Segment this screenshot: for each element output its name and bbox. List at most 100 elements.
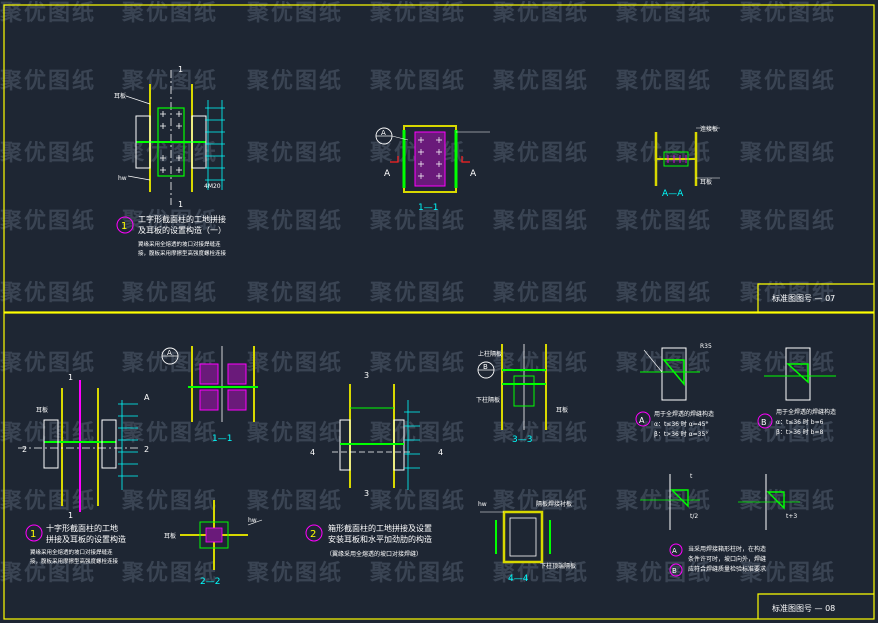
top-title-block — [757, 283, 874, 312]
watermark-text: 聚优图纸 — [0, 208, 96, 234]
top-saa-label: A—A — [662, 189, 684, 199]
bot-d2-number: 2 — [310, 529, 316, 540]
watermark-text: 聚优图纸 — [492, 488, 589, 514]
watermark-text: 聚优图纸 — [246, 488, 343, 514]
bot-wA-circle-label: A — [639, 416, 645, 425]
bot-s44-label: 4—4 — [508, 574, 529, 584]
watermark-text: 聚优图纸 — [615, 68, 712, 94]
watermark-text: 聚优图纸 — [739, 350, 836, 376]
top-d1-bolt-label: 4M20 — [204, 183, 221, 190]
bot-d1-number-circle — [25, 524, 43, 542]
bottom-weld-B-drawing — [764, 347, 836, 401]
watermark-text: 聚优图纸 — [369, 420, 466, 446]
watermark-text: 聚优图纸 — [492, 208, 589, 234]
watermark-text: 聚优图纸 — [615, 488, 712, 514]
bottom-detail1-drawing — [18, 380, 140, 512]
watermark-text: 聚优图纸 — [492, 140, 589, 166]
watermark-text: 聚优图纸 — [0, 488, 96, 514]
watermark-text: 聚优图纸 — [0, 560, 96, 586]
bot-wB-circle — [757, 413, 773, 429]
bot-wA-line2: α：t≤36 时 α=45° — [654, 420, 708, 428]
watermark-text: 聚优图纸 — [369, 488, 466, 514]
bot-wA-line1: 用于全焊透的焊缝构造 — [654, 410, 714, 418]
watermark-text: 聚优图纸 — [121, 560, 218, 586]
top-saa-bolt-label: 连接板 — [700, 125, 718, 133]
bot-d1-mark-right: 2 — [144, 445, 149, 454]
bot-s33-top-label: 上柱隔板 — [478, 350, 502, 358]
top-d1-note-line1: 翼缘采用全熔透的坡口对接焊缝连 — [138, 240, 221, 248]
watermark-text: 聚优图纸 — [369, 350, 466, 376]
watermark-text: 聚优图纸 — [0, 350, 96, 376]
bot-d2-title-line2: 安装耳板和水平加劲肋的构造 — [328, 534, 432, 544]
bot-wB-line1: 用于全焊透的焊缝构造 — [776, 408, 836, 416]
drawing-frames — [3, 4, 875, 620]
bot-wB-line2: α：t≤36 时 b=6 — [776, 418, 824, 426]
bot-d2-mark-right: 4 — [438, 448, 443, 457]
watermark-text: 聚优图纸 — [739, 560, 836, 586]
watermark-text: 聚优图纸 — [739, 420, 836, 446]
bot-wA-r35-label: R35 — [700, 343, 712, 350]
bottom-section-4-4-drawing — [480, 510, 551, 564]
watermark-text: 聚优图纸 — [121, 68, 218, 94]
watermark-text: 聚优图纸 — [369, 0, 466, 26]
watermark-text: 聚优图纸 — [615, 420, 712, 446]
watermark-text: 聚优图纸 — [492, 560, 589, 586]
top-s11-circle-label: A — [381, 129, 386, 137]
bot-s33-plate-label: 耳板 — [556, 406, 568, 414]
watermark-text: 聚优图纸 — [121, 208, 218, 234]
top-section-1-1-drawing — [375, 125, 490, 193]
bot-s44-hw-label: hw — [478, 501, 487, 508]
bot-s33-label: 3—3 — [512, 435, 532, 445]
bot-d1-mark-top: 1 — [68, 373, 73, 382]
bot-wA-line3: β：t>36 时 α=35° — [654, 430, 708, 438]
bottom-weld-A-drawing — [640, 347, 700, 401]
bot-notes-line3: 应符合焊缝质量检验标准要求 — [688, 565, 766, 573]
bottom-sheet-frame — [3, 312, 875, 620]
bot-d2-number-circle — [305, 524, 323, 542]
top-saa-plate-label: 耳板 — [700, 178, 712, 186]
bot-s22-label: 2—2 — [200, 577, 220, 587]
top-sheet-frame — [3, 4, 875, 313]
watermark-text: 聚优图纸 — [246, 420, 343, 446]
top-d1-title-line1: 工字形截面柱的工地拼接 — [138, 214, 226, 224]
bot-d2-title-line1: 箱形截面柱的工地拼接及设置 — [328, 523, 432, 533]
top-s11-label: 1—1 — [418, 203, 438, 213]
bot-d1-mark-left: 2 — [22, 445, 27, 454]
bot-d2-mark-top: 3 — [364, 371, 369, 380]
watermark-text: 聚优图纸 — [739, 140, 836, 166]
top-d1-title-line2: 及耳板的设置构造（一） — [138, 225, 226, 235]
bot-d1-title-line2: 拼接及耳板的设置构造 — [46, 534, 126, 544]
bot-notes-line2: 条件许可时，坡口向外，焊缝 — [688, 555, 766, 563]
watermark-text: 聚优图纸 — [0, 280, 96, 306]
watermark-text: 聚优图纸 — [121, 420, 218, 446]
bot-s22-plate-label: 耳板 — [164, 532, 176, 540]
bottom-section-1-1-drawing — [161, 346, 258, 422]
bottom-section-2-2-drawing — [180, 500, 263, 570]
watermark-text: 聚优图纸 — [0, 140, 96, 166]
bot-d1-title-line1: 十字形截面柱的工地 — [46, 523, 118, 533]
watermark-text: 聚优图纸 — [246, 560, 343, 586]
top-section-A-A-drawing — [654, 127, 720, 186]
bot-notes-half-label: t/2 — [690, 513, 698, 520]
bot-d1-mark-A: A — [144, 393, 150, 402]
bot-d1-mark-bottom: 1 — [68, 511, 73, 520]
top-title-block-text: 标准图图号 — 07 — [772, 293, 835, 303]
watermark-text: 聚优图纸 — [0, 0, 96, 26]
bot-s44-bottom-label: 下柱顶端隔板 — [540, 562, 576, 570]
top-s11-mark-right: A — [470, 169, 477, 179]
watermark-text: 聚优图纸 — [121, 140, 218, 166]
bot-wB-line3: β：t>36 时 b=8 — [776, 428, 823, 436]
top-d1-number-circle — [116, 216, 134, 234]
watermark-text: 聚优图纸 — [492, 350, 589, 376]
top-d1-number: 1 — [121, 221, 127, 232]
bot-notes-plus3-label: t+3 — [786, 513, 797, 520]
watermark-text: 聚优图纸 — [615, 208, 712, 234]
bottom-section-3-3-drawing — [477, 344, 547, 430]
watermark-text: 聚优图纸 — [615, 0, 712, 26]
watermark-text: 聚优图纸 — [246, 68, 343, 94]
bot-d2-note: （翼缘采用全熔透的坡口对接焊缝） — [326, 550, 422, 558]
watermark-text: 聚优图纸 — [121, 280, 218, 306]
bot-notes-circleB — [669, 563, 683, 577]
watermark-text: 聚优图纸 — [615, 560, 712, 586]
watermark-text: 聚优图纸 — [739, 0, 836, 26]
